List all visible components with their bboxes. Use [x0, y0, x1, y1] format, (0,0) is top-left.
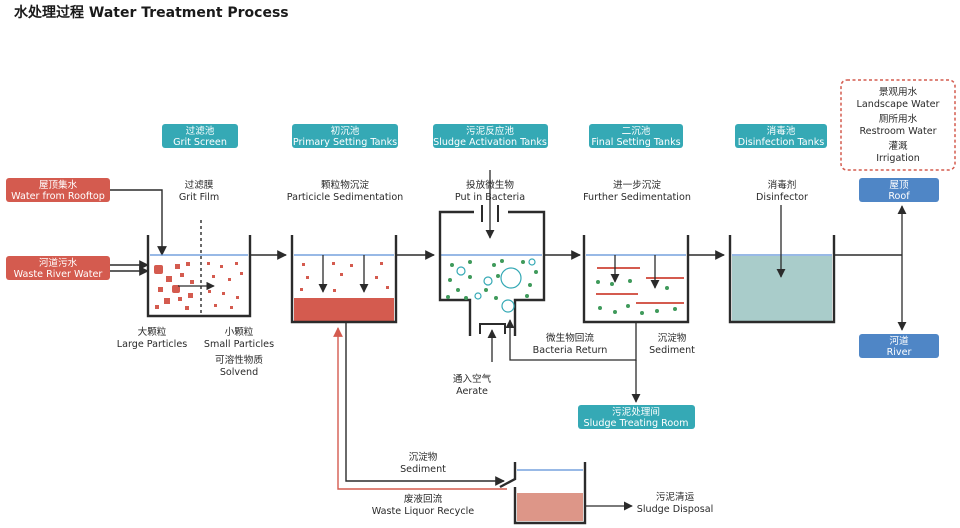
- svg-text:River: River: [887, 347, 912, 358]
- output-river: 河道 River: [859, 334, 939, 358]
- svg-text:灌溉: 灌溉: [888, 140, 908, 152]
- svg-text:屋顶集水: 屋顶集水: [39, 179, 78, 191]
- tank-disinfection: [728, 205, 836, 324]
- waste-liquor-recycle-line: [333, 327, 507, 490]
- svg-text:Irrigation: Irrigation: [876, 153, 920, 164]
- svg-text:污泥处理间: 污泥处理间: [612, 406, 660, 418]
- label-small-particles: 小颗粒 Small Particles 可溶性物质 Solvend: [204, 326, 274, 378]
- tank-sludge-disposal: [499, 462, 587, 525]
- svg-text:Further Sedimentation: Further Sedimentation: [583, 192, 691, 203]
- svg-text:Waste Liquor Recycle: Waste Liquor Recycle: [372, 506, 475, 517]
- label-bacteria-return: 微生物回流 Bacteria Return: [533, 332, 608, 356]
- tank-sludge-activation: [438, 170, 546, 362]
- svg-text:Particicle Sedimentation: Particicle Sedimentation: [287, 192, 404, 203]
- svg-text:沉淀物: 沉淀物: [658, 332, 687, 344]
- svg-text:Sediment: Sediment: [400, 464, 446, 475]
- svg-text:过滤膜: 过滤膜: [185, 179, 214, 191]
- page-title: 水处理过程 Water Treatment Process: [14, 4, 289, 21]
- label-sediment-bottom: 沉淀物 Sediment: [400, 451, 446, 475]
- tank-final-setting: [582, 235, 690, 324]
- svg-text:Waste River Water: Waste River Water: [14, 269, 103, 280]
- svg-text:Landscape Water: Landscape Water: [857, 99, 940, 110]
- svg-text:初沉池: 初沉池: [331, 125, 360, 137]
- svg-text:消毒剂: 消毒剂: [768, 179, 797, 191]
- rooftop-inflow-arrow: [110, 189, 167, 256]
- svg-text:Sludge Treating Room: Sludge Treating Room: [584, 418, 689, 429]
- tank-primary-setting: [290, 235, 398, 324]
- svg-text:Disinfection Tanks: Disinfection Tanks: [738, 137, 825, 148]
- svg-text:Sediment: Sediment: [649, 345, 695, 356]
- svg-text:废液回流: 废液回流: [404, 493, 443, 505]
- stage-header-sludge-activation: 污泥反应池 Sludge Activation Tanks: [433, 124, 548, 148]
- svg-text:河道: 河道: [889, 335, 909, 347]
- svg-text:Sludge Disposal: Sludge Disposal: [637, 504, 714, 515]
- desc-particle-sedimentation: 颗粒物沉淀 Particicle Sedimentation: [287, 179, 404, 203]
- svg-text:Bacteria Return: Bacteria Return: [533, 345, 608, 356]
- svg-text:颗粒物沉淀: 颗粒物沉淀: [321, 179, 369, 191]
- uses-box: 景观用水 Landscape Water 厕所用水 Restroom Water…: [840, 79, 956, 171]
- label-waste-liquor-recycle: 废液回流 Waste Liquor Recycle: [372, 493, 475, 517]
- svg-text:屋顶: 屋顶: [889, 180, 909, 191]
- svg-text:厕所用水: 厕所用水: [879, 113, 918, 125]
- svg-text:Water from Rooftop: Water from Rooftop: [11, 191, 105, 202]
- input-waste-river-water: 河道污水 Waste River Water: [6, 256, 110, 280]
- sediment-to-sludge-line: [345, 322, 505, 486]
- stage-header-primary-setting: 初沉池 Primary Setting Tanks: [292, 124, 398, 148]
- svg-text:Small Particles: Small Particles: [204, 339, 274, 350]
- svg-text:大颗粒: 大颗粒: [138, 326, 167, 338]
- svg-text:进一步沉淀: 进一步沉淀: [613, 179, 661, 191]
- svg-text:污泥反应池: 污泥反应池: [466, 125, 514, 137]
- svg-text:Restroom Water: Restroom Water: [859, 126, 936, 137]
- svg-text:二沉池: 二沉池: [622, 125, 651, 137]
- svg-text:景观用水: 景观用水: [879, 86, 918, 98]
- label-sludge-disposal: 污泥清运 Sludge Disposal: [637, 491, 714, 515]
- desc-further-sedimentation: 进一步沉淀 Further Sedimentation: [583, 179, 691, 203]
- svg-text:Disinfector: Disinfector: [756, 192, 808, 203]
- label-large-particles: 大颗粒 Large Particles: [117, 326, 188, 350]
- desc-disinfector: 消毒剂 Disinfector: [756, 179, 808, 203]
- svg-text:Solvend: Solvend: [220, 367, 258, 378]
- svg-text:Final Setting Tanks: Final Setting Tanks: [591, 137, 680, 148]
- svg-text:Primary Setting Tanks: Primary Setting Tanks: [293, 137, 397, 148]
- svg-text:Large Particles: Large Particles: [117, 339, 188, 350]
- svg-text:Roof: Roof: [888, 191, 910, 202]
- svg-text:微生物回流: 微生物回流: [546, 332, 594, 344]
- stage-header-grit-screen: 过滤池 Grit Screen: [162, 124, 238, 148]
- svg-text:Sludge Activation Tanks: Sludge Activation Tanks: [433, 137, 547, 148]
- input-water-from-rooftop: 屋顶集水 Water from Rooftop: [6, 178, 110, 202]
- svg-text:Grit Film: Grit Film: [179, 192, 219, 203]
- sludge-treating-room-box: 污泥处理间 Sludge Treating Room: [578, 405, 695, 429]
- svg-text:污泥清运: 污泥清运: [656, 491, 695, 503]
- svg-text:Grit Screen: Grit Screen: [173, 137, 227, 148]
- svg-text:消毒池: 消毒池: [767, 125, 796, 137]
- svg-text:沉淀物: 沉淀物: [409, 451, 438, 463]
- tank-grit-screen: [146, 220, 252, 318]
- stage-header-final-setting: 二沉池 Final Setting Tanks: [589, 124, 683, 148]
- svg-text:通入空气: 通入空气: [453, 373, 492, 385]
- bacteria-return-arrow: [505, 319, 637, 361]
- svg-text:小颗粒: 小颗粒: [225, 326, 254, 338]
- stage-header-disinfection: 消毒池 Disinfection Tanks: [735, 124, 827, 148]
- svg-text:河道污水: 河道污水: [39, 257, 78, 269]
- output-roof: 屋顶 Roof: [859, 178, 939, 202]
- label-sediment-final: 沉淀物 Sediment: [649, 332, 695, 356]
- svg-text:可溶性物质: 可溶性物质: [215, 354, 263, 366]
- label-aerate: 通入空气 Aerate: [453, 373, 492, 397]
- desc-grit-film: 过滤膜 Grit Film: [179, 179, 219, 203]
- svg-text:过滤池: 过滤池: [186, 125, 215, 137]
- svg-text:Aerate: Aerate: [456, 386, 488, 397]
